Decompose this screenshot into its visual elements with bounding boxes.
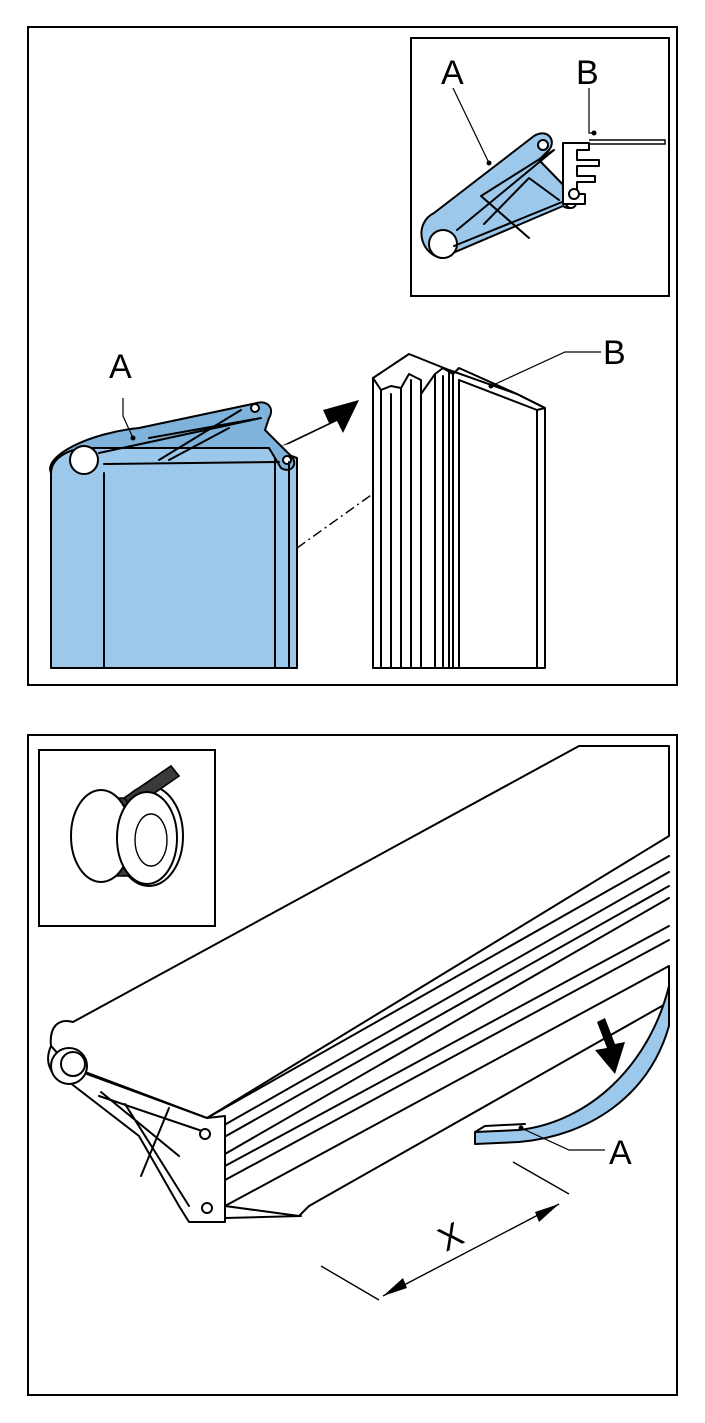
insert-arrow-icon [281, 400, 359, 446]
profile-insertion-diagram: A B [49, 37, 670, 669]
extruded-profile-body [47, 745, 670, 1223]
dimension-label-x: X [432, 1215, 469, 1259]
inset-label-a: A [441, 54, 464, 92]
inset-label-b: B [576, 54, 599, 92]
label-a: A [609, 1134, 632, 1172]
press-down-arrow-icon [595, 1018, 625, 1074]
step-panel-insert-profile: A B [27, 26, 678, 686]
profile-a-3d [49, 401, 298, 669]
main-label-a: A [109, 348, 132, 386]
seal-tape-roll-icon [38, 749, 216, 927]
profile-a-tube [428, 229, 458, 259]
profile-b-3d [372, 353, 546, 669]
seal-application-diagram: A X [38, 745, 670, 1301]
profile-b-cross-section [562, 139, 666, 205]
main-label-b: B [603, 334, 626, 372]
inset-detail: A B [410, 37, 670, 297]
dimension-x: X [320, 1161, 570, 1301]
step-panel-apply-seal: A X [27, 734, 678, 1396]
seal-strip-a [474, 985, 670, 1145]
